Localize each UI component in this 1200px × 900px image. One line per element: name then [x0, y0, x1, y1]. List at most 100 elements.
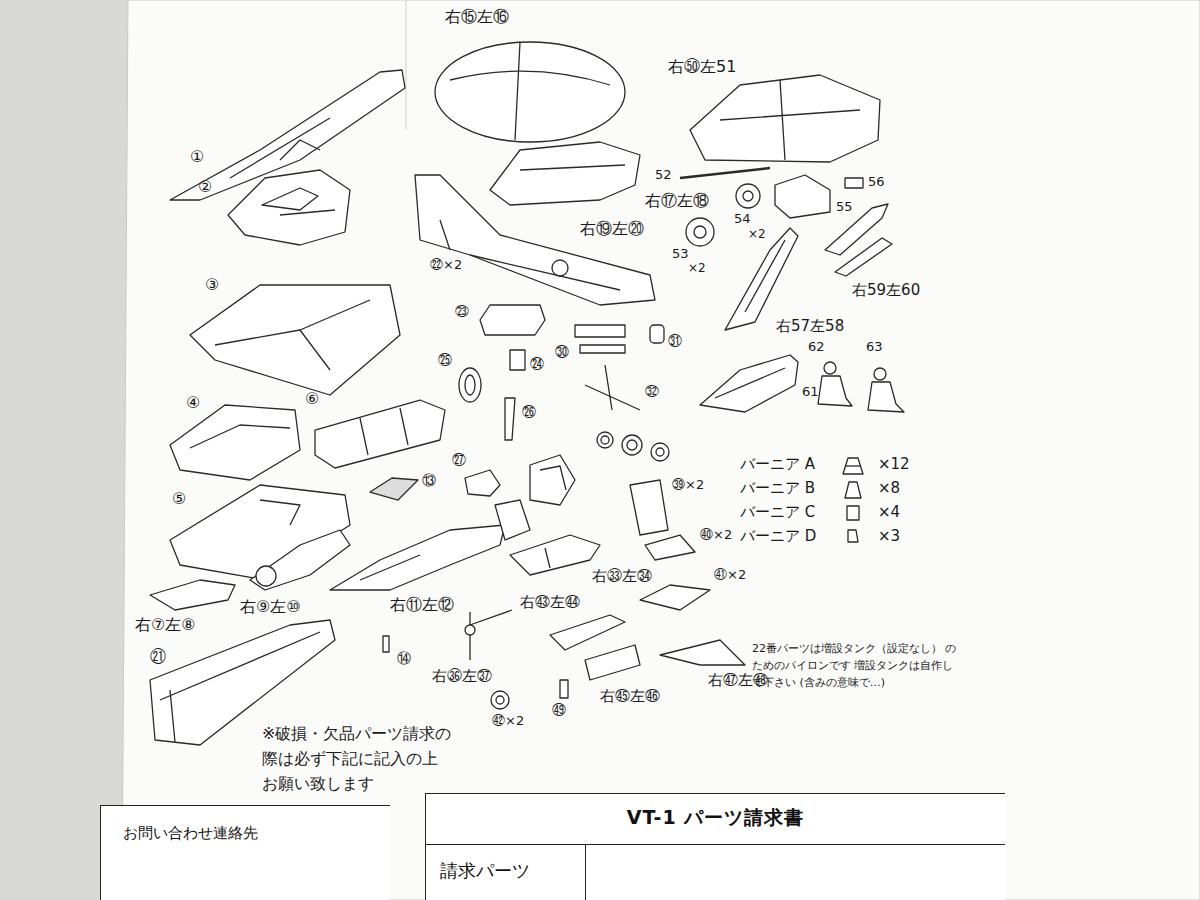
part-45	[585, 645, 640, 680]
vernier-icon	[847, 506, 859, 520]
vernier-label: バーニア A	[740, 456, 815, 473]
part-61	[715, 368, 785, 398]
part-53	[686, 218, 714, 246]
quantity: ×4	[878, 504, 900, 521]
part-plate	[190, 285, 400, 395]
callout-number: 56	[868, 175, 885, 190]
part-25	[465, 375, 475, 395]
part-50	[690, 75, 880, 162]
part-head	[262, 188, 335, 215]
part-13	[370, 478, 418, 500]
wheel-parts	[601, 436, 609, 444]
part-17	[490, 142, 640, 205]
part-47	[660, 640, 745, 665]
part-17	[490, 142, 640, 205]
part-36	[465, 625, 475, 635]
part-61	[700, 355, 798, 412]
part-36	[470, 610, 512, 660]
callout-number: ㉗	[452, 452, 466, 468]
callout-number: ③	[205, 276, 219, 294]
part-42	[491, 691, 509, 709]
callout-number: ㉒×2	[430, 258, 462, 273]
table-rule	[426, 844, 1005, 845]
part-25	[459, 368, 481, 402]
form-text: 請求パーツ	[440, 860, 530, 882]
part-label: 右㉝左㉞	[592, 568, 652, 585]
vernier-icon	[848, 530, 858, 542]
callout-number: ①	[190, 148, 204, 166]
part-wing	[415, 175, 655, 305]
callout-number: ㊴×2	[672, 478, 704, 493]
part-31	[650, 325, 664, 343]
part-23	[480, 305, 545, 335]
part-43	[550, 615, 625, 650]
part-13	[370, 478, 418, 500]
fold-crease	[405, 0, 407, 130]
note-text: 22番パーツは増設タンク（設定なし） のためのパイロンです 増設タンクは自作して…	[752, 640, 962, 691]
part-15	[435, 42, 625, 142]
wheel-parts	[597, 432, 613, 448]
part-4	[170, 405, 300, 480]
part-9	[250, 530, 350, 590]
part-4	[170, 405, 300, 480]
part-40	[645, 535, 695, 560]
part-14	[383, 636, 389, 652]
part-label: 右59左60	[852, 282, 920, 299]
part-wing	[552, 260, 568, 276]
part-7	[150, 580, 235, 610]
part-39	[630, 480, 668, 535]
part-30	[575, 325, 625, 337]
part-9	[250, 530, 350, 590]
part-54	[736, 184, 760, 208]
part-57	[745, 240, 785, 312]
callout-number: ㊵×2	[700, 528, 732, 543]
pilot-figure	[874, 368, 886, 380]
part-50	[720, 80, 860, 160]
callout-number: ㉛	[668, 333, 682, 349]
seat-parts	[495, 500, 530, 540]
part-11	[330, 525, 505, 590]
part-56	[845, 178, 863, 188]
seat-parts	[540, 466, 566, 490]
part-fuselage-nose	[230, 118, 330, 178]
part-25	[459, 368, 481, 402]
form-cell: 請求パーツ	[426, 844, 586, 900]
part-57	[725, 228, 798, 330]
callout-number: ㉖	[522, 404, 536, 420]
callout-number: 53	[672, 247, 689, 262]
callout-number: ㊷×2	[492, 714, 524, 729]
callout-number: ④	[186, 394, 200, 412]
part-label: 右㊱左㊲	[432, 668, 492, 685]
part-52	[680, 168, 770, 178]
pilot-figure	[818, 362, 904, 412]
part-17	[520, 165, 625, 170]
part-head	[228, 170, 350, 245]
wheel-parts	[597, 432, 669, 461]
quantity: ×2	[688, 262, 706, 276]
callout-number: ⑭	[397, 650, 411, 666]
part-33	[545, 548, 550, 568]
part-50	[690, 75, 880, 162]
part-7	[150, 580, 235, 610]
wheel-parts	[627, 440, 637, 450]
part-41	[640, 585, 710, 610]
callout-number: 52	[655, 168, 672, 183]
part-24	[510, 350, 525, 370]
callout-number: 63	[866, 340, 883, 355]
callout-number: ㊾	[552, 702, 566, 718]
callout-number: 61	[802, 385, 819, 400]
part-32	[585, 365, 640, 410]
callout-number: ㉜	[645, 383, 659, 399]
part-49	[560, 680, 568, 698]
vernier-icon	[843, 458, 863, 542]
part-label: 右㊸左㊹	[520, 594, 580, 611]
quantity: ×3	[878, 528, 900, 545]
contact-box: お問い合わせ連絡先	[100, 805, 390, 900]
wheel-parts	[651, 443, 669, 461]
part-plate	[215, 300, 370, 370]
part-56	[845, 178, 863, 188]
part-9	[256, 566, 276, 586]
